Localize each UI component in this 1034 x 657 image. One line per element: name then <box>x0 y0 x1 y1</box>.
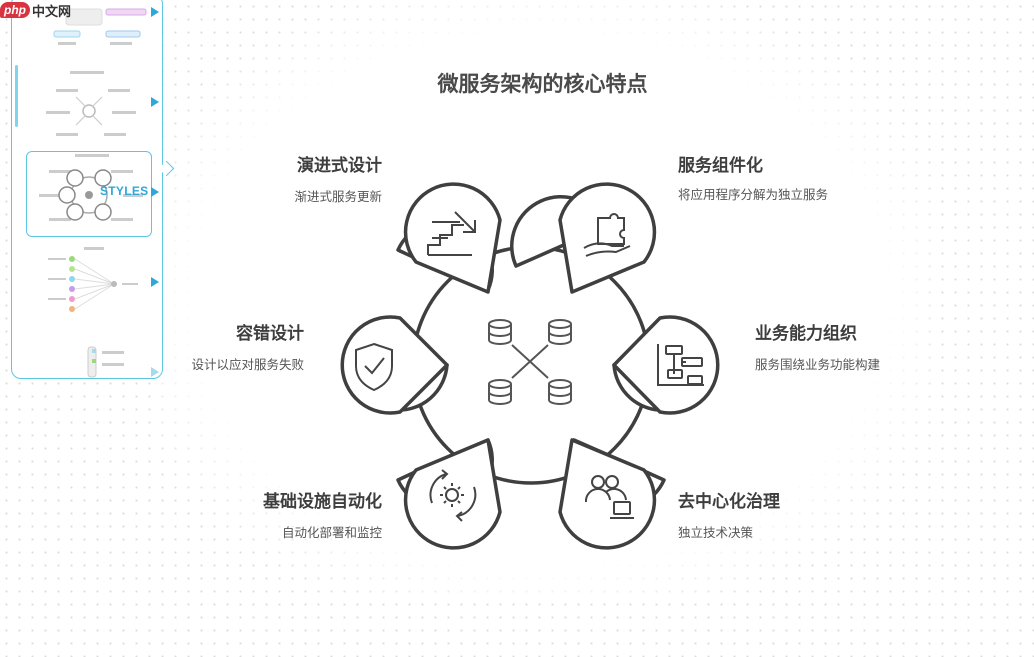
feature-desc-automation: 自动化部署和监控 <box>281 525 382 540</box>
gear-cycle-icon <box>429 469 477 522</box>
style-thumbnail-2[interactable] <box>26 67 152 139</box>
diagram-title: 微服务架构的核心特点 <box>437 72 648 96</box>
thumbnail-arrow-1[interactable] <box>151 7 159 17</box>
feature-label-automation: 基础设施自动化 <box>263 492 382 512</box>
thumbnail-arrow-5[interactable] <box>151 367 159 377</box>
style-thumbnail-3-selected[interactable] <box>26 151 152 237</box>
feature-desc-decentralized: 独立技术决策 <box>678 525 754 540</box>
logo-text: 中文网 <box>32 4 72 20</box>
shield-check-icon <box>355 342 393 392</box>
database-network-icon <box>488 319 572 405</box>
panel-scrollbar[interactable] <box>15 65 18 127</box>
org-chart-icon <box>657 344 704 386</box>
feature-label-decentralized: 去中心化治理 <box>678 492 780 512</box>
users-laptop-icon <box>584 475 634 519</box>
thumbnail-arrow-2[interactable] <box>151 97 159 107</box>
feature-desc-fault: 设计以应对服务失败 <box>191 357 304 372</box>
feature-desc-evolutionary: 渐进式服务更新 <box>294 189 382 204</box>
logo-badge: php <box>0 2 30 18</box>
feature-label-fault: 容错设计 <box>236 324 304 344</box>
style-thumbnail-1[interactable] <box>26 0 152 50</box>
feature-label-business: 业务能力组织 <box>755 324 857 344</box>
feature-label-evolutionary: 演进式设计 <box>297 156 382 176</box>
style-thumbnail-4[interactable] <box>26 247 152 317</box>
thumbnail-arrow-3[interactable] <box>151 187 159 197</box>
style-panel[interactable] <box>11 0 163 379</box>
puzzle-hand-icon <box>583 213 631 257</box>
site-logo[interactable]: php 中文网 <box>0 0 86 20</box>
background-fade <box>150 0 930 600</box>
feature-label-componentization: 服务组件化 <box>678 156 763 176</box>
style-thumbnail-5[interactable] <box>26 339 152 378</box>
thumbnail-arrow-4[interactable] <box>151 277 159 287</box>
stairs-arrow-icon <box>427 211 476 256</box>
feature-desc-business: 服务围绕业务功能构建 <box>755 357 881 372</box>
feature-desc-componentization: 将应用程序分解为独立服务 <box>678 187 829 202</box>
styles-label[interactable]: STYLES <box>100 184 149 198</box>
